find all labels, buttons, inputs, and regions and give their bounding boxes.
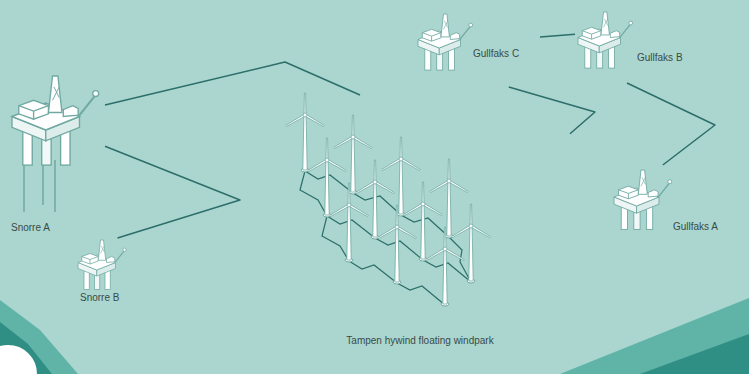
platform-node: Snorre B <box>70 238 165 306</box>
power-cable <box>627 83 715 165</box>
node-label: Snorre A <box>11 222 51 234</box>
node-label: Tampen hywind floating windpark <box>346 335 495 347</box>
platform-node: Gullfaks A <box>610 165 742 245</box>
node-label: Gullfaks C <box>473 48 521 60</box>
platform-node: Snorre A <box>5 72 105 237</box>
platform-node: Gullfaks B <box>575 8 705 83</box>
power-cable <box>540 34 575 37</box>
node-label: Gullfaks A <box>673 221 720 233</box>
windpark-node: Tampen hywind floating windpark <box>270 95 570 353</box>
node-label: Snorre B <box>80 292 121 304</box>
oil-platforms <box>12 12 672 290</box>
power-cable <box>105 146 240 238</box>
power-cable <box>509 87 595 134</box>
power-cable <box>105 62 360 105</box>
node-label: Gullfaks B <box>637 52 684 64</box>
wind-turbines <box>286 93 491 306</box>
seabed-band <box>0 298 749 374</box>
platform-node: Gullfaks C <box>415 10 540 87</box>
